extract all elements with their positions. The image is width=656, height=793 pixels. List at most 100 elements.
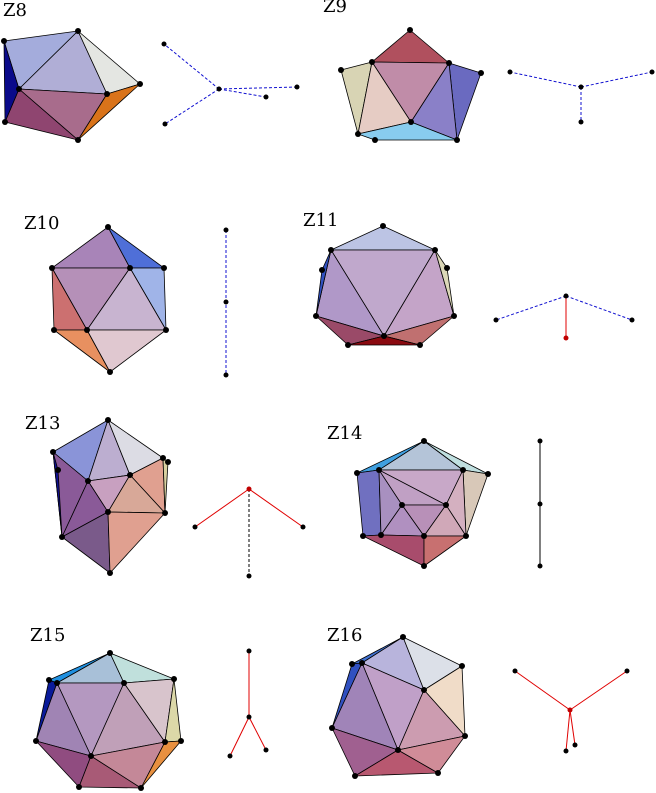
face bbox=[52, 451, 63, 538]
vertex-dot bbox=[49, 265, 55, 271]
vertex-dot bbox=[381, 333, 387, 339]
vertex-dot bbox=[380, 223, 386, 229]
vertex-dot bbox=[51, 327, 57, 333]
vertex-dot bbox=[75, 28, 81, 34]
vertex-dot bbox=[162, 739, 168, 745]
vertex-dot bbox=[33, 738, 39, 744]
vertex-dot bbox=[421, 687, 427, 693]
vertex-dot bbox=[171, 676, 177, 682]
vertex-dot bbox=[59, 534, 65, 540]
panel-label-z14: Z14 bbox=[327, 423, 362, 444]
vertex-dot bbox=[50, 449, 56, 455]
vertex-dot bbox=[328, 247, 334, 253]
vertex-dot bbox=[421, 563, 427, 569]
face bbox=[362, 534, 425, 567]
face bbox=[397, 735, 466, 774]
vertex-dot bbox=[88, 753, 94, 759]
vertex-dot bbox=[329, 725, 335, 731]
polyhedron-z9 bbox=[340, 29, 482, 141]
vertex-dot bbox=[462, 733, 468, 739]
polyhedron-vertices bbox=[1, 27, 491, 791]
graph-z9-vertices bbox=[507, 69, 655, 125]
polyhedron-z10 bbox=[51, 226, 167, 373]
face bbox=[371, 29, 450, 64]
vertex-dot bbox=[454, 137, 460, 143]
vertex-dot bbox=[408, 119, 414, 125]
vertex-dot bbox=[107, 570, 113, 576]
vertex-dot bbox=[460, 467, 466, 473]
vertex-dot bbox=[107, 650, 113, 656]
graph-z8 bbox=[163, 43, 298, 125]
vertex-dot bbox=[432, 247, 438, 253]
vertex-dot bbox=[444, 265, 450, 271]
polyhedron-z16 bbox=[331, 636, 466, 777]
polyhedron-z13 bbox=[52, 419, 169, 574]
vertex-dot bbox=[446, 60, 452, 66]
vertex-dot bbox=[435, 770, 441, 776]
vertex-dot bbox=[417, 342, 423, 348]
vertex-dot bbox=[121, 680, 127, 686]
polyhedron-z8 bbox=[3, 30, 141, 141]
vertex-dot bbox=[160, 455, 166, 461]
vertex-dot bbox=[46, 677, 52, 683]
vertex-dot bbox=[378, 532, 384, 538]
panel-label-z10: Z10 bbox=[24, 213, 59, 234]
vertex-dot bbox=[162, 510, 168, 516]
vertex-dot bbox=[345, 342, 351, 348]
face bbox=[51, 226, 131, 269]
vertex-dot bbox=[421, 438, 427, 444]
face bbox=[162, 457, 169, 514]
vertex-dot bbox=[2, 119, 8, 125]
graph-z11 bbox=[495, 295, 633, 338]
graph-z8-vertices bbox=[161, 41, 300, 127]
graph-z16 bbox=[514, 670, 628, 752]
graph-z13 bbox=[194, 488, 304, 576]
panel-label-z15: Z15 bbox=[30, 625, 65, 646]
vertex-dot bbox=[1, 38, 7, 44]
vertex-dot bbox=[161, 265, 167, 271]
vertex-dot bbox=[372, 137, 378, 143]
face bbox=[315, 249, 332, 317]
vertex-dot bbox=[395, 747, 401, 753]
face bbox=[140, 740, 182, 789]
face bbox=[434, 249, 455, 317]
face bbox=[356, 469, 382, 537]
face bbox=[86, 329, 167, 373]
vertex-dot bbox=[421, 533, 427, 539]
vertex-dot bbox=[127, 265, 133, 271]
vertex-dot bbox=[360, 533, 366, 539]
panel-label-z9: Z9 bbox=[323, 0, 347, 17]
vertex-dot bbox=[85, 478, 91, 484]
vertex-dot bbox=[399, 502, 405, 508]
face bbox=[423, 535, 467, 567]
face bbox=[107, 511, 166, 574]
vertex-dot bbox=[163, 327, 169, 333]
vertex-dot bbox=[76, 784, 82, 790]
vertex-dot bbox=[165, 459, 171, 465]
vertex-dot bbox=[338, 67, 344, 73]
graph-z14-vertices bbox=[537, 438, 543, 569]
vertex-dot bbox=[352, 773, 358, 779]
graph-z13-vertices bbox=[192, 486, 306, 579]
vertex-dot bbox=[485, 471, 491, 477]
vertex-dot bbox=[369, 59, 375, 65]
polyhedron-z15 bbox=[35, 652, 182, 789]
polyhedron-z14 bbox=[356, 440, 489, 567]
face bbox=[330, 225, 436, 251]
vertex-dot bbox=[54, 680, 60, 686]
vertex-dot bbox=[105, 417, 111, 423]
vertex-dot bbox=[407, 27, 413, 33]
vertex-dot bbox=[355, 131, 361, 137]
face bbox=[462, 469, 489, 537]
graph-z9 bbox=[509, 71, 653, 122]
vertex-dot bbox=[105, 509, 111, 515]
vertex-dot bbox=[443, 502, 449, 508]
vertex-dot bbox=[104, 91, 110, 97]
vertex-dot bbox=[137, 81, 143, 87]
vertex-dot bbox=[105, 224, 111, 230]
vertex-dot bbox=[349, 661, 355, 667]
graph-z16-vertices bbox=[512, 668, 630, 754]
graph-z10-vertices bbox=[223, 227, 229, 378]
vertex-dot bbox=[138, 785, 144, 791]
